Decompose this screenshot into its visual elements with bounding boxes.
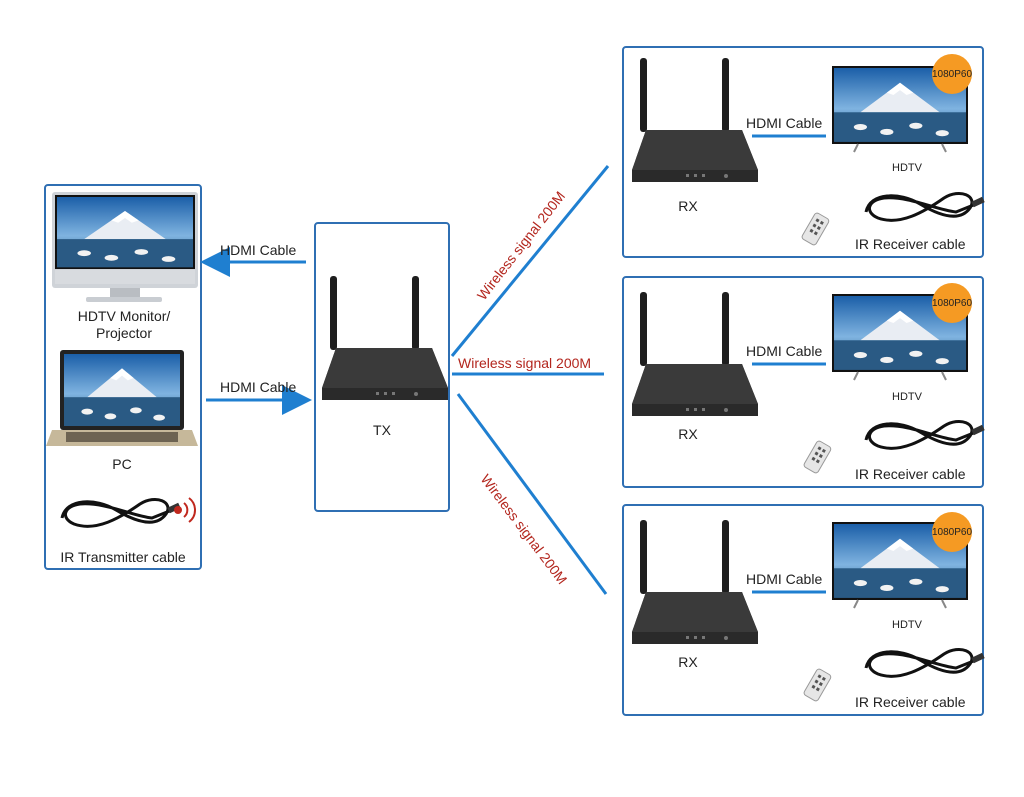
- wireless-line-bottom: [456, 393, 608, 595]
- rx-label-2: RX: [678, 426, 698, 442]
- rx-device-image-1: [632, 58, 758, 182]
- ir-receiver-cable-image-1: [864, 191, 987, 222]
- hdmi-cable-label-pc: HDMI Cable: [220, 379, 297, 395]
- monitor-label-line2: Projector: [95, 325, 153, 341]
- wireless-line-top: [450, 165, 610, 357]
- pc-label: PC: [112, 456, 132, 472]
- rx-device-image-3: [632, 520, 758, 644]
- laptop-image: [46, 350, 198, 446]
- ir-receiver-label-1: IR Receiver cable: [855, 236, 966, 252]
- monitor-label-line1: HDTV Monitor/: [77, 308, 171, 324]
- hdtv-monitor-image: [52, 192, 198, 302]
- hdmi-cable-label-monitor: HDMI Cable: [220, 242, 297, 258]
- ir-transmitter-cable-image: [60, 497, 183, 528]
- resolution-badge-1: 1080P60: [932, 54, 972, 94]
- ir-transmitter-label: IR Transmitter cable: [60, 549, 186, 565]
- ir-signal-icon: [174, 497, 196, 523]
- hdmi-cable-label-rx1: HDMI Cable: [746, 115, 823, 131]
- ir-receiver-label-2: IR Receiver cable: [855, 466, 966, 482]
- remote-icon-2: [802, 439, 833, 475]
- rx-label-1: RX: [678, 198, 698, 214]
- wireless-signal-middle: Wireless signal 200M: [458, 355, 592, 371]
- remote-icon-1: [800, 211, 831, 247]
- tx-label: TX: [373, 422, 391, 438]
- hdtv-label-2: HDTV: [892, 391, 922, 403]
- hdmi-cable-label-rx2: HDMI Cable: [746, 343, 823, 359]
- ir-receiver-cable-image-2: [864, 419, 987, 450]
- ir-receiver-label-3: IR Receiver cable: [855, 694, 966, 710]
- hdmi-cable-label-rx3: HDMI Cable: [746, 571, 823, 587]
- hdtv-label-3: HDTV: [892, 619, 922, 631]
- rx-device-image-2: [632, 292, 758, 416]
- rx-label-3: RX: [678, 654, 698, 670]
- remote-icon-3: [802, 667, 833, 703]
- resolution-badge-2: 1080P60: [932, 283, 972, 323]
- hdtv-label-1: HDTV: [892, 162, 922, 174]
- tx-device-image: [322, 276, 448, 400]
- ir-receiver-cable-image-3: [864, 647, 987, 678]
- resolution-badge-3: 1080P60: [932, 512, 972, 552]
